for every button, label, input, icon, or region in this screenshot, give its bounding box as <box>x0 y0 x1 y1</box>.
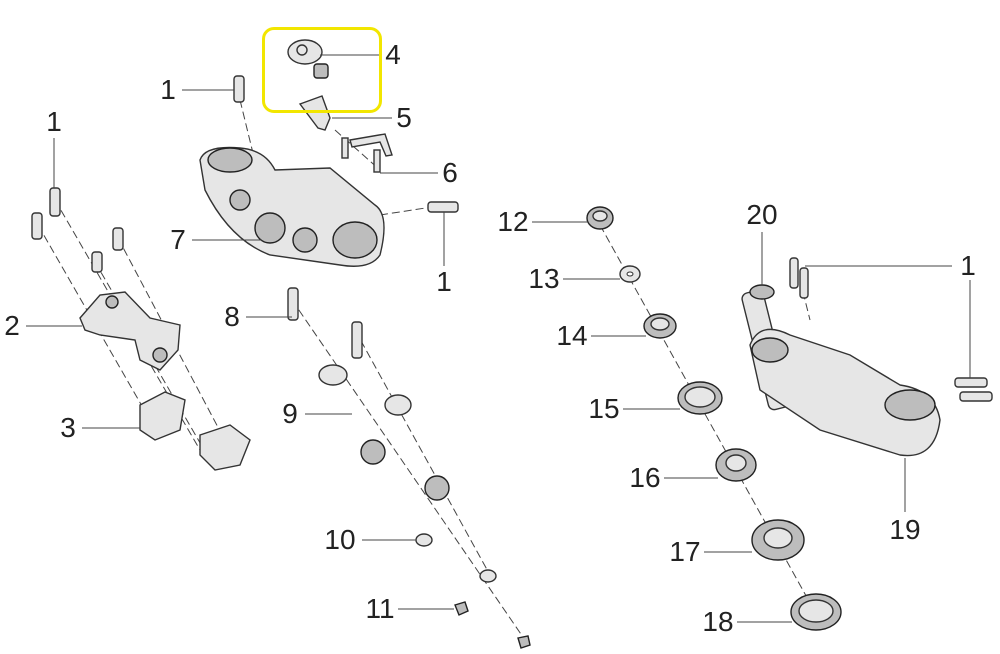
callout-11: 11 <box>365 593 395 624</box>
part-10-washers <box>415 533 497 583</box>
part-13-washer <box>619 265 641 283</box>
leader-lines <box>26 54 971 623</box>
callout-7: 7 <box>170 224 186 255</box>
callout-19: 19 <box>889 514 921 545</box>
callout-1: 1 <box>436 266 452 297</box>
part-3-riser <box>139 391 251 471</box>
part-bolt-1-top <box>233 75 245 103</box>
part-bolts-1-right-lower <box>789 257 993 402</box>
part-9-rubbers <box>318 364 450 501</box>
callout-10: 10 <box>324 524 356 555</box>
callout-15: 15 <box>588 393 620 424</box>
callout-6: 6 <box>442 157 458 188</box>
callout-20: 20 <box>746 199 778 230</box>
part-16-bearing <box>715 448 757 482</box>
callout-2: 2 <box>4 310 20 341</box>
part-7-upper-triple-clamp <box>199 146 385 267</box>
callout-13: 13 <box>528 263 560 294</box>
callout-14: 14 <box>556 320 588 351</box>
part-8-bolts <box>287 287 363 359</box>
part-bolt-1-right <box>427 201 459 213</box>
part-12-nut <box>586 206 614 230</box>
callout-5: 5 <box>396 102 412 133</box>
part-15-seal <box>677 381 723 415</box>
part-2-handlebar-clamp <box>79 291 181 371</box>
callout-8: 8 <box>224 301 240 332</box>
callout-9: 9 <box>282 398 298 429</box>
part-5-bracket <box>298 95 393 173</box>
callout-16: 16 <box>629 462 661 493</box>
part-18-seal <box>790 593 842 631</box>
callout-18: 18 <box>702 606 734 637</box>
part-4-switch <box>287 39 329 79</box>
callout-1: 1 <box>960 250 976 281</box>
highlight-box-part-4 <box>262 27 382 113</box>
callout-1: 1 <box>46 106 62 137</box>
part-17-bearing <box>751 519 805 561</box>
part-11-nuts <box>454 601 531 649</box>
callout-1: 1 <box>160 74 176 105</box>
callout-4: 4 <box>385 39 401 70</box>
part-19-lower-triple-clamp <box>741 284 941 457</box>
callout-3: 3 <box>60 412 76 443</box>
part-14-nut <box>643 313 677 339</box>
callout-12: 12 <box>497 206 529 237</box>
part-bolts-1-left <box>31 187 124 273</box>
callout-17: 17 <box>669 536 701 567</box>
